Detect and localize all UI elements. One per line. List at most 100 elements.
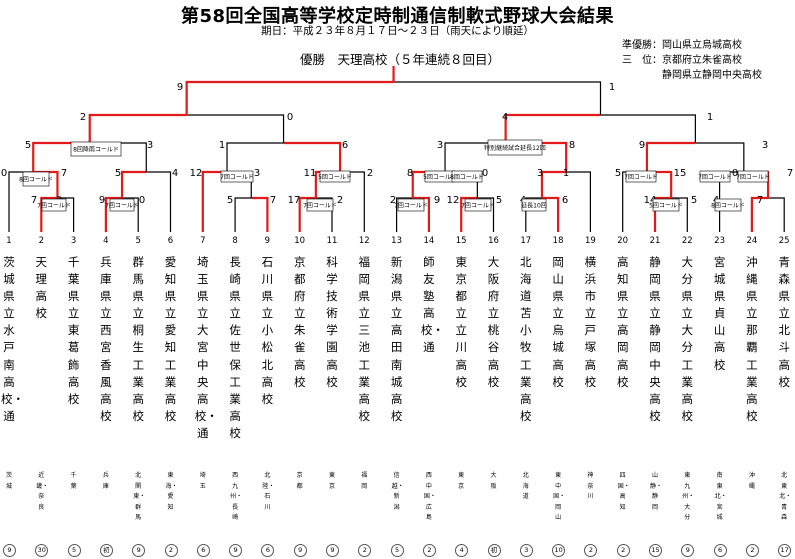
match-10v11-win <box>298 196 316 232</box>
final-lose <box>393 81 602 115</box>
match-7vW-win <box>201 170 228 232</box>
team-number: 18 <box>552 236 564 246</box>
team-region: 四国・高知 <box>617 472 630 511</box>
team-name: 静岡県立静岡中央高校 <box>649 255 661 423</box>
game-note-text: 7回コールド <box>698 174 732 181</box>
team-name: 千葉県立東葛飾高校 <box>67 255 80 406</box>
score-label: 5 <box>691 195 697 206</box>
third-place-line: 静岡県立静岡中央高校 <box>622 70 762 81</box>
score-label: 17 <box>288 195 301 206</box>
team-name: 新潟県立高田南城高校 <box>390 255 403 423</box>
game-note-box <box>625 170 657 183</box>
score-label: 3 <box>762 140 768 151</box>
score-label: 5 <box>25 140 31 151</box>
score-label: 0 <box>1 168 7 179</box>
score-label: 0 <box>732 168 738 179</box>
team-name: 石川県立小松北高校 <box>261 255 274 406</box>
game-note-text: 7回コールド <box>303 202 337 209</box>
game-note-box <box>699 170 731 183</box>
event-period: 期日：平成２３年８月１７日～２３日（雨天により順延） <box>261 25 534 37</box>
game-note-text: 8回コールド <box>711 202 745 209</box>
match-Wv19-lose <box>566 171 592 232</box>
game-note-box <box>397 198 425 212</box>
appearance-badge: 9 <box>3 544 16 557</box>
game-note-box <box>521 198 547 212</box>
appearance-badge: 2 <box>422 544 436 557</box>
score-label: 3 <box>147 140 153 151</box>
team-region: 福岡 <box>361 472 368 490</box>
team-name: 福岡県立三池工業高校 <box>358 255 371 423</box>
appearance-badge: 5 <box>67 544 81 557</box>
qf-4-win <box>645 141 696 172</box>
appearance-badge: 5 <box>390 544 404 557</box>
team-region: 茨城 <box>5 472 12 490</box>
team-region: 東九州・大分 <box>682 472 695 521</box>
appearance-badge: 2 <box>358 544 372 557</box>
score-label: 8 <box>569 140 575 151</box>
game-note-text: 8回降雨コールド <box>73 145 119 153</box>
sf-2-lose <box>600 114 696 143</box>
game-note-box <box>70 141 122 157</box>
team-number: 7 <box>200 236 206 246</box>
score-label: 1 <box>219 140 225 151</box>
match-2v3-lose <box>57 197 75 232</box>
match-13v14-win <box>412 196 430 232</box>
score-label: 8 <box>407 168 413 179</box>
team-region: 北海道 <box>522 472 529 500</box>
team-region: 東海・愛知 <box>165 472 178 511</box>
game-note-text: 5回コールド <box>423 174 457 181</box>
score-label: 2 <box>337 195 343 206</box>
appearance-badge: 2 <box>745 544 759 557</box>
appearance-badge: 9 <box>681 544 695 557</box>
team-name: 大阪府立桃谷高校 <box>487 255 500 389</box>
team-name: 京都府立朱雀高校 <box>293 255 306 389</box>
team-region: 北関東・群馬 <box>133 472 146 521</box>
score-label: 7 <box>61 168 67 179</box>
team-name: 東京都立立川高校 <box>455 255 467 389</box>
game-note-box <box>22 171 50 187</box>
team-name: 沖縄県立那覇工業高校 <box>746 255 758 423</box>
match-Wv6-win <box>120 170 147 198</box>
appearance-badge: 2 <box>616 544 630 557</box>
score-label: 2 <box>367 168 373 179</box>
score-label: 6 <box>562 195 568 206</box>
third-place-line: 三 位：京都府立朱雀高校 <box>622 55 742 66</box>
score-label: 3 <box>437 140 443 151</box>
team-number: 9 <box>264 236 271 246</box>
match-21v22-win <box>653 196 672 232</box>
team-number: 15 <box>455 236 467 246</box>
team-region: 山静・静岡 <box>650 472 663 511</box>
score-label: 9 <box>99 195 105 206</box>
match-4v5-lose <box>122 197 139 232</box>
match-Wv6-lose <box>146 171 172 232</box>
game-note-box <box>220 170 254 183</box>
team-region: 北陸・石川 <box>262 472 275 511</box>
score-label: 0 <box>287 112 293 123</box>
game-note-box <box>41 198 67 212</box>
match-10v11-lose <box>315 197 333 232</box>
team-name: 長崎県立佐世保工業高校 <box>229 255 241 440</box>
side-info: 準優勝：岡山県立烏城高校 三 位：京都府立朱雀高校 静岡県立静岡中央高校 <box>622 38 762 83</box>
team-region: 京都 <box>296 472 303 490</box>
team-region: 大阪 <box>490 472 497 490</box>
team-number: 22 <box>681 236 693 246</box>
sf-2-win <box>504 113 601 143</box>
match-13v14-lose <box>396 197 413 232</box>
score-label: 5 <box>496 195 502 206</box>
score-label: 5 <box>115 168 121 179</box>
team-region: 西中国・広島 <box>423 472 436 521</box>
appearance-badge: 6 <box>261 544 275 557</box>
game-note-text: 5回コールド <box>649 202 683 209</box>
appearance-badge: 15 <box>649 544 662 557</box>
team-name: 宮城県貞山高校 <box>713 255 726 372</box>
sf-1-lose <box>186 114 285 143</box>
game-note-text: 7回コールド <box>736 174 770 181</box>
match-21v22-lose <box>671 197 688 232</box>
team-region: 兵庫 <box>102 472 109 490</box>
appearance-badge: 2 <box>164 544 178 557</box>
score-label: 5 <box>615 168 621 179</box>
team-number: 14 <box>423 236 435 246</box>
score-label: 12 <box>447 195 460 206</box>
match-24v25-win <box>750 196 769 232</box>
